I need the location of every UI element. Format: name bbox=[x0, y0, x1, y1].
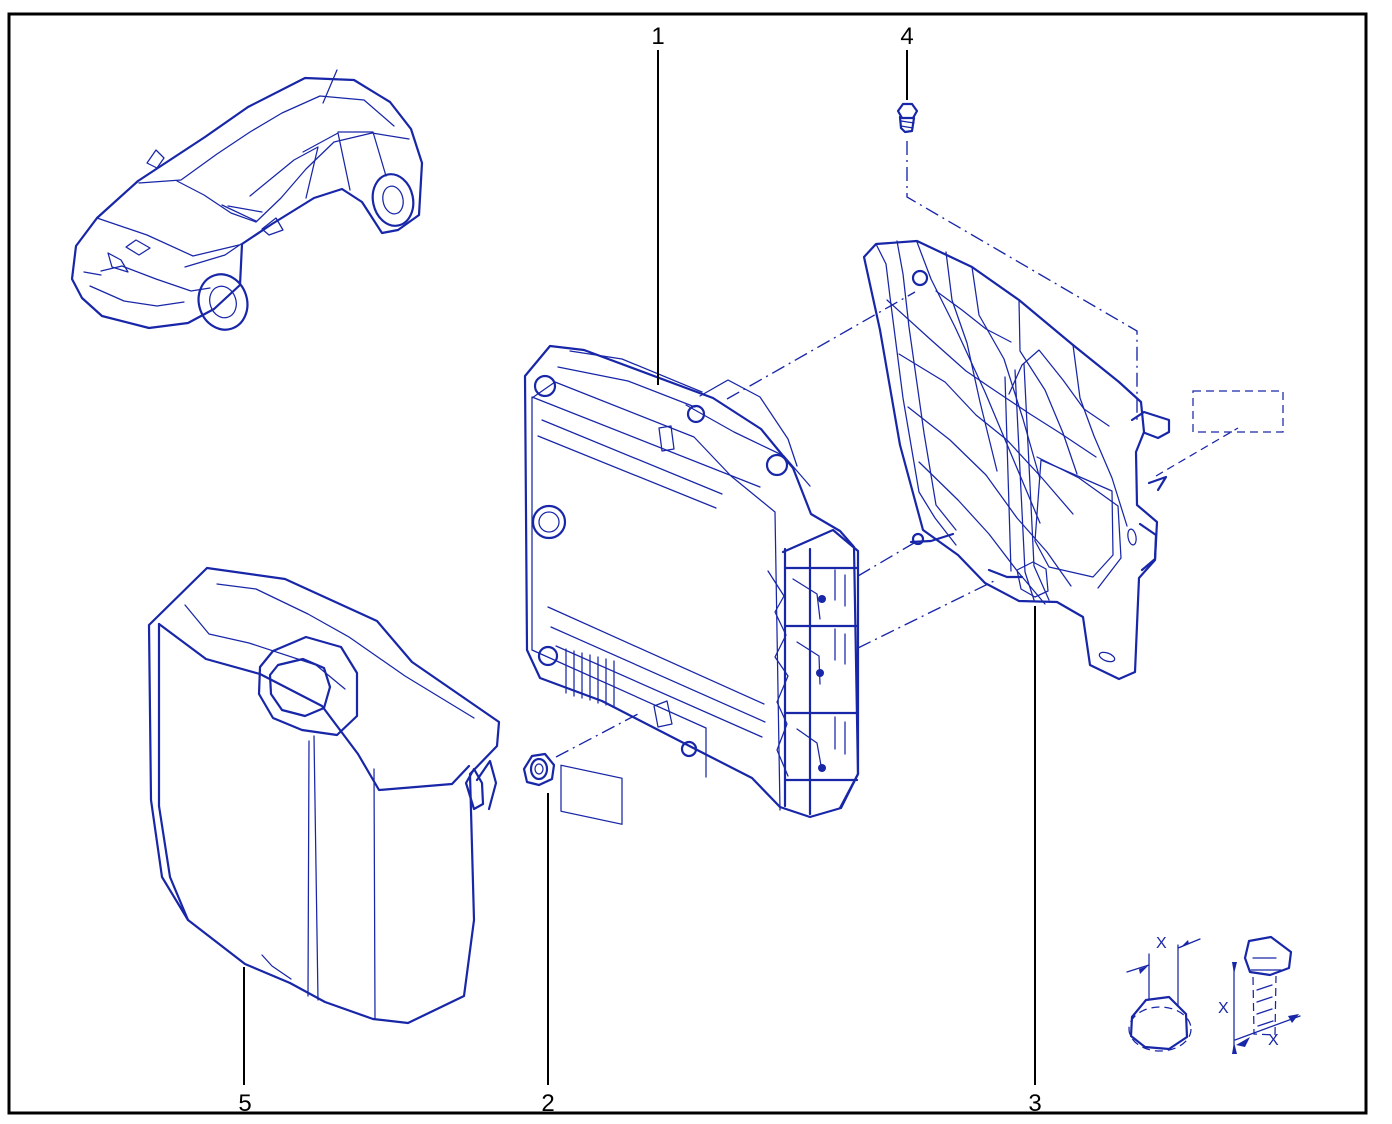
bolt-part bbox=[726, 102, 1284, 649]
callout-2-label: 2 bbox=[541, 1090, 554, 1117]
callout-1-label: 1 bbox=[651, 23, 664, 50]
diagram-border bbox=[7, 12, 1368, 1115]
mounting-bracket-outline bbox=[862, 239, 1171, 681]
bolt-width-symbol: X bbox=[1268, 1032, 1279, 1049]
nut-part bbox=[522, 713, 639, 787]
ecu-module-outline bbox=[523, 344, 860, 825]
nut-width-symbol: X bbox=[1156, 935, 1167, 952]
dimension-symbols: X X X bbox=[1126, 935, 1301, 1054]
callout-labels: 1 4 2 5 3 bbox=[238, 23, 1041, 1117]
callout-leaders bbox=[243, 50, 1036, 1085]
callout-3-label: 3 bbox=[1028, 1090, 1041, 1117]
vehicle-outline bbox=[70, 69, 424, 331]
bolt-height-symbol: X bbox=[1218, 1000, 1229, 1017]
callout-4-label: 4 bbox=[900, 23, 913, 50]
ecu-cover-outline bbox=[147, 566, 501, 1025]
callout-5-label: 5 bbox=[238, 1090, 251, 1117]
